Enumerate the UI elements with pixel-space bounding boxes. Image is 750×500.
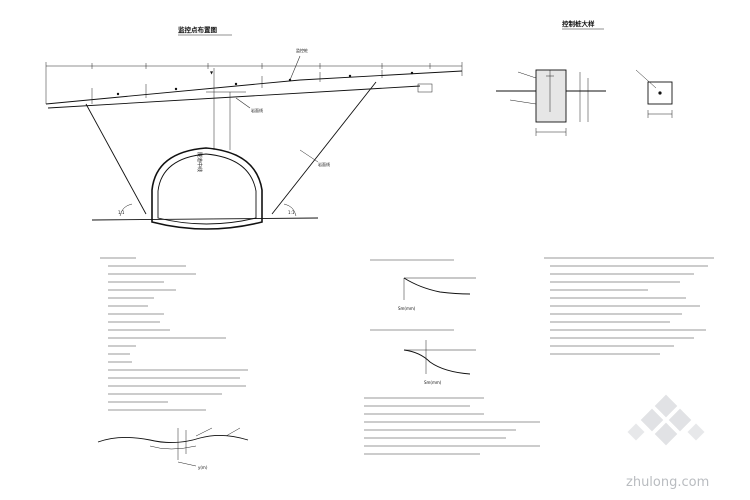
tunnel-outline	[151, 147, 263, 230]
rock-label: 岩面线	[251, 107, 263, 113]
base-line	[91, 217, 319, 221]
left-angle-arc	[119, 203, 133, 217]
tunnel-centerline: ▼	[206, 68, 246, 150]
detail-title: 控制桩大样	[562, 19, 595, 28]
notes-right	[544, 257, 714, 355]
watermark-text: zhulong.com	[626, 475, 709, 490]
rock-leader	[235, 97, 251, 109]
curve-chart-2	[370, 329, 476, 375]
ground-profile-small	[97, 427, 249, 467]
center-text: 隧道中线	[196, 152, 203, 172]
watermark-logo	[627, 394, 705, 446]
right-marker-box	[417, 83, 433, 93]
bottom-axis-label: y(m)	[198, 465, 208, 470]
control-pile-section	[496, 69, 606, 136]
left-angle-mark: 1:1	[118, 210, 125, 215]
curve2-axis-label: Sm(mm)	[424, 380, 442, 385]
top-dimension-line	[45, 62, 463, 104]
notes-left	[100, 257, 248, 411]
right-angle-arc	[283, 203, 297, 217]
pile-leader	[289, 55, 301, 81]
curve-chart-1	[370, 259, 476, 300]
curve1-axis-label: Sm(mm)	[398, 306, 416, 311]
right-angle-mark: 1:1	[288, 210, 295, 215]
svg-text:▼: ▼	[210, 70, 214, 75]
ground-surface-line	[45, 70, 463, 109]
notes-middle	[364, 397, 540, 455]
slope-label: 岩面线	[318, 161, 330, 167]
control-pile-plan	[635, 69, 673, 118]
slope-lines	[85, 81, 377, 215]
monitor-pile-label: 监控桩	[296, 47, 308, 53]
layout-title: 监控点布置图	[178, 25, 218, 34]
